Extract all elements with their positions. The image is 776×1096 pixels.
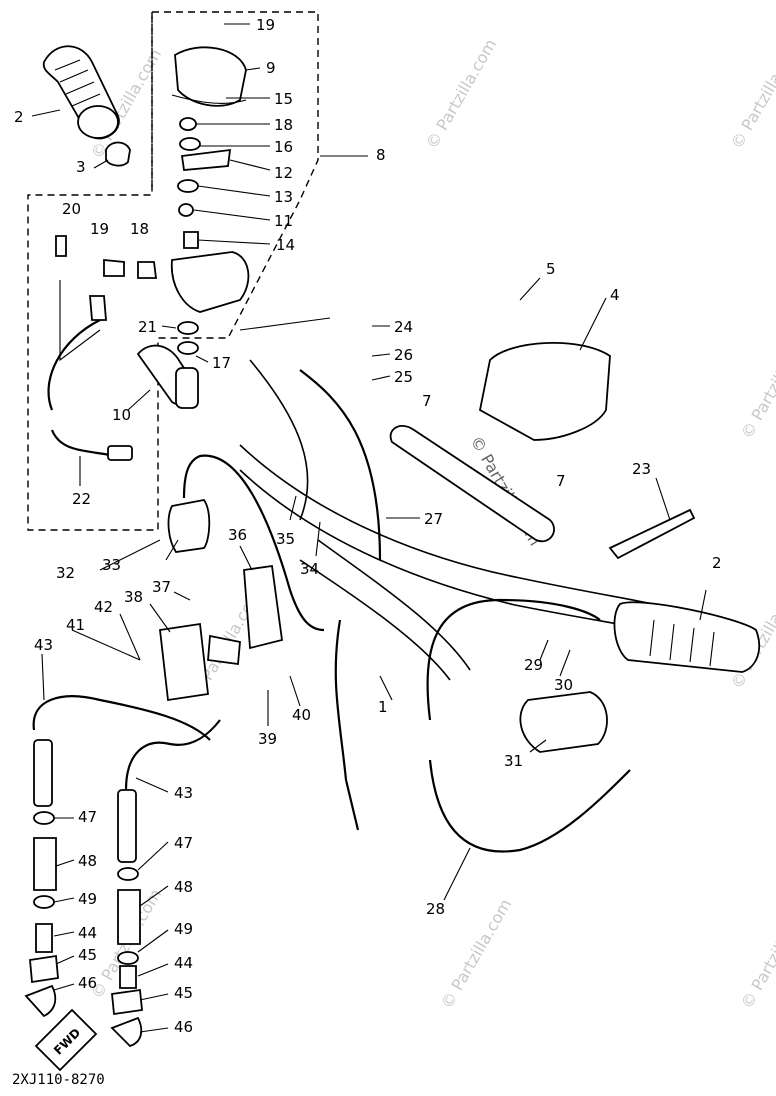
grip-7 bbox=[389, 425, 555, 543]
callout-40: 39 bbox=[258, 730, 277, 748]
switch-stack bbox=[177, 117, 232, 249]
left-grip bbox=[42, 45, 120, 140]
callout-3: 3 bbox=[76, 158, 86, 176]
callout-47b: 46 bbox=[174, 1018, 193, 1036]
cable-28 bbox=[299, 369, 382, 561]
callout-13: 13 bbox=[274, 188, 293, 206]
callout-7b: 7 bbox=[556, 472, 566, 490]
group-outline bbox=[27, 11, 319, 531]
callout-41: 40 bbox=[292, 706, 311, 724]
callout-7a: 7 bbox=[422, 392, 432, 410]
watermark: © Partzilla.com bbox=[422, 36, 500, 152]
wire-44-a bbox=[32, 695, 211, 741]
callout-35: 34 bbox=[300, 560, 319, 578]
cable-tie bbox=[608, 508, 696, 560]
leader-lines bbox=[31, 23, 707, 1033]
switch-32 bbox=[519, 691, 608, 753]
callout-24: 23 bbox=[632, 460, 651, 478]
callout-19: 18 bbox=[130, 220, 149, 238]
callout-29: 28 bbox=[426, 900, 445, 918]
callout-38: 37 bbox=[152, 578, 171, 596]
switch-stack-right bbox=[110, 789, 143, 1048]
callout-16: 16 bbox=[274, 138, 293, 156]
callout-50a: 49 bbox=[78, 890, 97, 908]
fwd-arrow: FWD bbox=[34, 1008, 98, 1072]
callout-26: 25 bbox=[394, 368, 413, 386]
callout-45a: 44 bbox=[78, 924, 97, 942]
callout-44b: 43 bbox=[174, 784, 193, 802]
callout-8: 8 bbox=[376, 146, 386, 164]
watermark: © Partzilla.com bbox=[437, 896, 515, 1012]
callout-48b: 47 bbox=[174, 834, 193, 852]
cover-4 bbox=[478, 342, 611, 441]
callout-31: 30 bbox=[554, 676, 573, 694]
callout-48a: 47 bbox=[78, 808, 97, 826]
callout-36: 35 bbox=[276, 530, 295, 548]
part-3 bbox=[105, 141, 131, 167]
callout-50b: 49 bbox=[174, 920, 193, 938]
wire-44-b bbox=[124, 719, 221, 791]
part-39 bbox=[159, 622, 209, 702]
callout-42: 41 bbox=[66, 616, 85, 634]
callout-46a: 45 bbox=[78, 946, 97, 964]
callout-47a: 46 bbox=[78, 974, 97, 992]
callout-34: 33 bbox=[102, 556, 121, 574]
diagram-code: 2XJ110-8270 bbox=[12, 1072, 105, 1088]
callout-11: 11 bbox=[274, 212, 293, 230]
switch-34 bbox=[167, 499, 211, 553]
callout-2b: 2 bbox=[712, 554, 722, 572]
callout-4: 4 bbox=[610, 286, 620, 304]
callout-2: 2 bbox=[14, 108, 24, 126]
right-grip bbox=[613, 601, 761, 673]
switch-cover bbox=[174, 46, 247, 107]
callout-9: 9 bbox=[266, 59, 276, 77]
watermark: © Partzilla.com bbox=[737, 896, 776, 1012]
callout-22: 21 bbox=[138, 318, 157, 336]
callout-10: 10 bbox=[112, 406, 131, 424]
callout-25: 24 bbox=[394, 318, 413, 336]
cable-29 bbox=[426, 598, 601, 721]
callout-23: 22 bbox=[72, 490, 91, 508]
callout-1: 1 bbox=[378, 698, 388, 716]
callout-14: 14 bbox=[276, 236, 295, 254]
callout-43: 42 bbox=[94, 598, 113, 616]
throttle-housing bbox=[170, 251, 250, 313]
callout-12: 12 bbox=[274, 164, 293, 182]
callout-20b: 19 bbox=[90, 220, 109, 238]
callout-5: 5 bbox=[546, 260, 556, 278]
callout-37: 36 bbox=[228, 526, 247, 544]
callout-27: 26 bbox=[394, 346, 413, 364]
callout-21: 20 bbox=[62, 200, 81, 218]
callout-15: 15 bbox=[274, 90, 293, 108]
callout-17: 17 bbox=[212, 354, 231, 372]
callout-49b: 48 bbox=[174, 878, 193, 896]
watermark: © Partzilla.com bbox=[737, 326, 776, 442]
watermark: © Partzilla.com bbox=[727, 36, 776, 152]
callout-labels: 19 9 15 18 16 12 13 11 14 2 3 8 20 19 18… bbox=[14, 16, 722, 1036]
callout-46b: 45 bbox=[174, 984, 193, 1002]
part-37 bbox=[243, 564, 283, 650]
callout-33: 32 bbox=[56, 564, 75, 582]
callout-20: 19 bbox=[256, 16, 275, 34]
callout-45b: 44 bbox=[174, 954, 193, 972]
callout-32: 31 bbox=[504, 752, 523, 770]
wire-23 bbox=[47, 319, 101, 411]
callout-28: 27 bbox=[424, 510, 443, 528]
callout-49a: 48 bbox=[78, 852, 97, 870]
callout-18: 18 bbox=[274, 116, 293, 134]
switch-stack-left bbox=[24, 739, 59, 1018]
callout-30: 29 bbox=[524, 656, 543, 674]
callout-44a: 43 bbox=[34, 636, 53, 654]
callout-39: 38 bbox=[124, 588, 143, 606]
